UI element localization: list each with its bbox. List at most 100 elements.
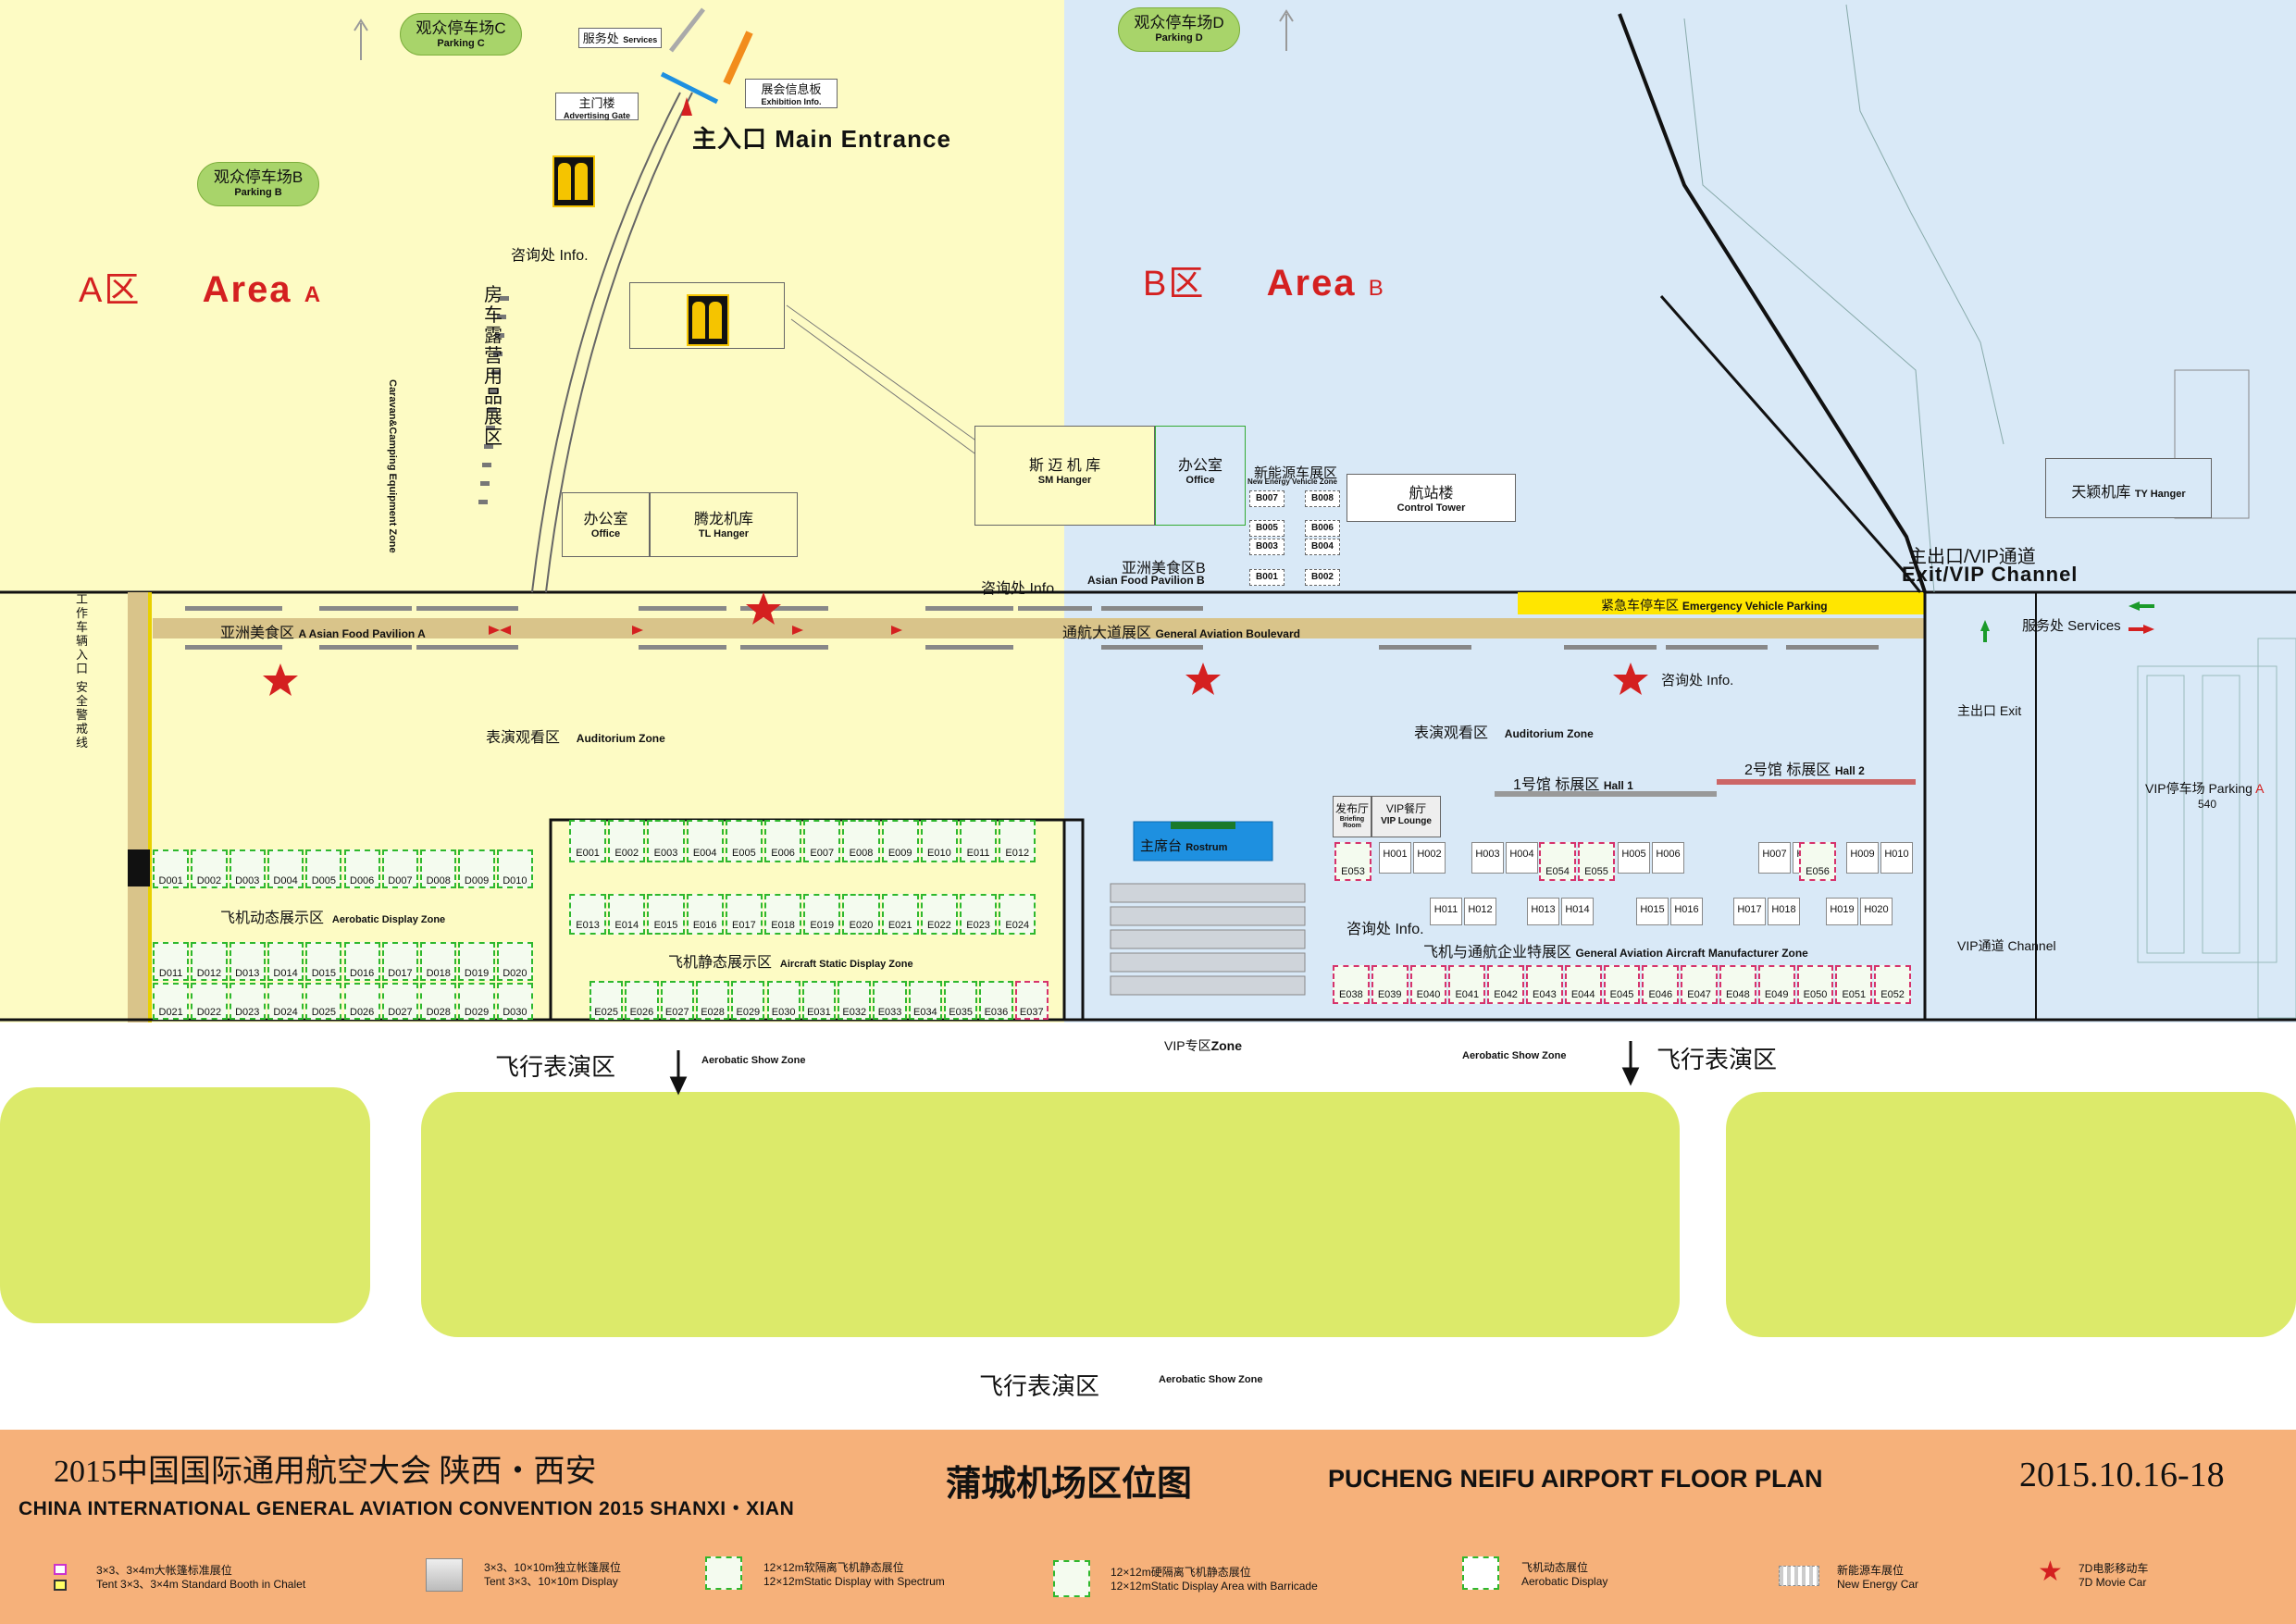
booth-e051[interactable]: E051 bbox=[1835, 965, 1873, 1004]
booth-d005[interactable]: D005 bbox=[305, 849, 342, 888]
booth-b006[interactable]: B006 bbox=[1305, 520, 1340, 537]
booth-d025[interactable]: D025 bbox=[305, 983, 342, 1020]
booth-d007[interactable]: D007 bbox=[381, 849, 419, 888]
booth-e022[interactable]: E022 bbox=[920, 894, 958, 935]
booth-e002[interactable]: E002 bbox=[608, 820, 646, 862]
booth-e043[interactable]: E043 bbox=[1526, 965, 1563, 1004]
booth-e003[interactable]: E003 bbox=[647, 820, 685, 862]
booth-e033[interactable]: E033 bbox=[873, 981, 907, 1020]
booth-e048[interactable]: E048 bbox=[1719, 965, 1756, 1004]
booth-e011[interactable]: E011 bbox=[960, 820, 998, 862]
booth-b001[interactable]: B001 bbox=[1249, 569, 1285, 586]
booth-e012[interactable]: E012 bbox=[999, 820, 1036, 862]
booth-d017[interactable]: D017 bbox=[381, 942, 419, 981]
booth-d026[interactable]: D026 bbox=[343, 983, 380, 1020]
booth-e023[interactable]: E023 bbox=[960, 894, 998, 935]
booth-e001[interactable]: E001 bbox=[569, 820, 607, 862]
booth-h010[interactable]: H010 bbox=[1880, 842, 1913, 874]
booth-b008[interactable]: B008 bbox=[1305, 490, 1340, 507]
booth-e056[interactable]: E056 bbox=[1799, 842, 1836, 881]
booth-e008[interactable]: E008 bbox=[842, 820, 880, 862]
booth-d022[interactable]: D022 bbox=[191, 983, 228, 1020]
booth-d029[interactable]: D029 bbox=[458, 983, 495, 1020]
booth-e037[interactable]: E037 bbox=[1014, 981, 1049, 1020]
booth-e045[interactable]: E045 bbox=[1603, 965, 1641, 1004]
booth-e028[interactable]: E028 bbox=[695, 981, 730, 1020]
booth-d020[interactable]: D020 bbox=[496, 942, 533, 981]
booth-e020[interactable]: E020 bbox=[842, 894, 880, 935]
booth-e054[interactable]: E054 bbox=[1539, 842, 1576, 881]
booth-d002[interactable]: D002 bbox=[191, 849, 228, 888]
booth-d016[interactable]: D016 bbox=[343, 942, 380, 981]
booth-e055[interactable]: E055 bbox=[1578, 842, 1615, 881]
booth-d012[interactable]: D012 bbox=[191, 942, 228, 981]
booth-h009[interactable]: H009 bbox=[1846, 842, 1879, 874]
booth-d019[interactable]: D019 bbox=[458, 942, 495, 981]
booth-e026[interactable]: E026 bbox=[625, 981, 659, 1020]
booth-e042[interactable]: E042 bbox=[1487, 965, 1524, 1004]
booth-h013[interactable]: H013 bbox=[1527, 898, 1559, 925]
booth-d028[interactable]: D028 bbox=[420, 983, 457, 1020]
booth-d006[interactable]: D006 bbox=[343, 849, 380, 888]
booth-e038[interactable]: E038 bbox=[1333, 965, 1370, 1004]
booth-e036[interactable]: E036 bbox=[979, 981, 1013, 1020]
booth-e049[interactable]: E049 bbox=[1757, 965, 1795, 1004]
booth-e041[interactable]: E041 bbox=[1448, 965, 1486, 1004]
booth-d010[interactable]: D010 bbox=[496, 849, 533, 888]
booth-e016[interactable]: E016 bbox=[686, 894, 724, 935]
booth-d004[interactable]: D004 bbox=[267, 849, 304, 888]
booth-h011[interactable]: H011 bbox=[1430, 898, 1462, 925]
booth-e039[interactable]: E039 bbox=[1371, 965, 1409, 1004]
booth-h015[interactable]: H015 bbox=[1636, 898, 1669, 925]
booth-e034[interactable]: E034 bbox=[908, 981, 942, 1020]
booth-e014[interactable]: E014 bbox=[608, 894, 646, 935]
booth-e018[interactable]: E018 bbox=[764, 894, 802, 935]
booth-d024[interactable]: D024 bbox=[267, 983, 304, 1020]
booth-h018[interactable]: H018 bbox=[1768, 898, 1800, 925]
booth-e035[interactable]: E035 bbox=[944, 981, 978, 1020]
booth-e007[interactable]: E007 bbox=[803, 820, 841, 862]
booth-b005[interactable]: B005 bbox=[1249, 520, 1285, 537]
booth-d021[interactable]: D021 bbox=[153, 983, 190, 1020]
booth-e029[interactable]: E029 bbox=[731, 981, 765, 1020]
booth-e053[interactable]: E053 bbox=[1334, 842, 1371, 881]
booth-b002[interactable]: B002 bbox=[1305, 569, 1340, 586]
booth-h006[interactable]: H006 bbox=[1652, 842, 1684, 874]
main-exit-label-en[interactable]: Exit/VIP Channel bbox=[1902, 563, 2079, 586]
booth-e040[interactable]: E040 bbox=[1409, 965, 1447, 1004]
booth-e024[interactable]: E024 bbox=[999, 894, 1036, 935]
booth-h016[interactable]: H016 bbox=[1670, 898, 1703, 925]
booth-d030[interactable]: D030 bbox=[496, 983, 533, 1020]
booth-e052[interactable]: E052 bbox=[1874, 965, 1911, 1004]
booth-b004[interactable]: B004 bbox=[1305, 539, 1340, 555]
booth-e004[interactable]: E004 bbox=[686, 820, 724, 862]
booth-e009[interactable]: E009 bbox=[881, 820, 919, 862]
booth-d008[interactable]: D008 bbox=[420, 849, 457, 888]
booth-e005[interactable]: E005 bbox=[725, 820, 763, 862]
booth-h004[interactable]: H004 bbox=[1506, 842, 1538, 874]
booth-e027[interactable]: E027 bbox=[660, 981, 694, 1020]
booth-d011[interactable]: D011 bbox=[153, 942, 190, 981]
booth-h003[interactable]: H003 bbox=[1471, 842, 1504, 874]
booth-e021[interactable]: E021 bbox=[881, 894, 919, 935]
booth-d027[interactable]: D027 bbox=[381, 983, 419, 1020]
booth-h007[interactable]: H007 bbox=[1758, 842, 1791, 874]
booth-d013[interactable]: D013 bbox=[229, 942, 266, 981]
booth-h001[interactable]: H001 bbox=[1379, 842, 1411, 874]
booth-e030[interactable]: E030 bbox=[766, 981, 800, 1020]
booth-e047[interactable]: E047 bbox=[1681, 965, 1718, 1004]
booth-e006[interactable]: E006 bbox=[764, 820, 802, 862]
booth-d018[interactable]: D018 bbox=[420, 942, 457, 981]
booth-e050[interactable]: E050 bbox=[1796, 965, 1834, 1004]
booth-e015[interactable]: E015 bbox=[647, 894, 685, 935]
booth-h017[interactable]: H017 bbox=[1733, 898, 1766, 925]
booth-d023[interactable]: D023 bbox=[229, 983, 266, 1020]
